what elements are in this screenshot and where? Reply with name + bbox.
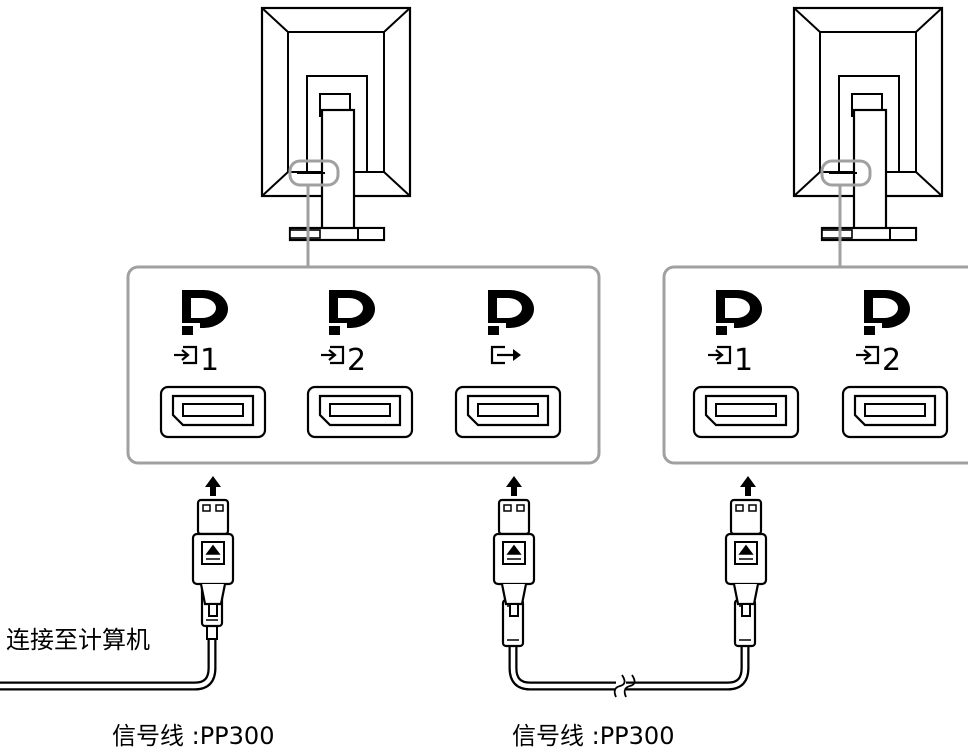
displayport-socket: [692, 385, 800, 439]
monitor2-port-1: 1: [692, 290, 800, 439]
displayport-socket: [454, 385, 562, 439]
cable-left-label: 信号线 :PP300: [112, 722, 275, 750]
up-arrow-icon: [740, 476, 756, 496]
monitor1-rear-view: [260, 6, 412, 242]
connect-to-computer-label: 连接至计算机: [6, 626, 150, 654]
monitor1-port-2: 2: [306, 290, 414, 439]
monitor2-port-2: 2: [841, 290, 949, 439]
port-number: 2: [347, 343, 366, 378]
monitor2-rear-view: [792, 6, 944, 242]
monitor1-port-1: 1: [159, 290, 267, 439]
displayport-plug: [191, 498, 235, 618]
displayport-socket: [159, 385, 267, 439]
displayport-socket: [306, 385, 414, 439]
cable-daisy-chain: [492, 498, 768, 698]
cable-to-computer: [0, 498, 235, 691]
port-number: 1: [734, 343, 753, 378]
displayport-plug: [492, 498, 536, 618]
cable-right-label: 信号线 :PP300: [512, 722, 675, 750]
port-number: 1: [200, 343, 219, 378]
up-arrow-icon: [205, 476, 221, 496]
displayport-socket: [841, 385, 949, 439]
displayport-plug: [724, 498, 768, 618]
port-number: 2: [882, 343, 901, 378]
up-arrow-icon: [506, 476, 522, 496]
